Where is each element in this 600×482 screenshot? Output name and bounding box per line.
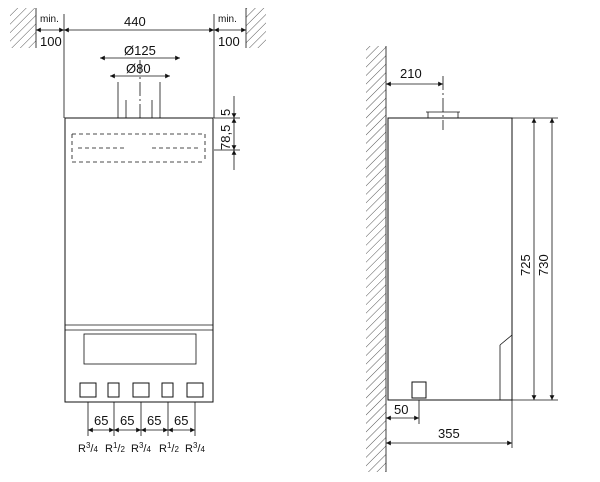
- svg-text:440: 440: [124, 14, 146, 29]
- left-wall-hatch: [10, 8, 37, 48]
- front-view: min. 100 min. 100 440 Ø125 Ø80: [10, 8, 266, 455]
- svg-text:100: 100: [218, 34, 240, 49]
- connection-spacing-dim: 65 65 65 65: [87, 402, 196, 436]
- connection-stubs: [79, 382, 204, 398]
- side-flue-offset-dim: 210: [386, 66, 444, 130]
- svg-text:min.: min.: [218, 14, 237, 25]
- connection-label: R3/4: [185, 441, 205, 455]
- connection-label: R3/4: [78, 441, 98, 455]
- flue-outer-dim: Ø125: [100, 43, 180, 61]
- svg-text:65: 65: [174, 413, 188, 428]
- connection-label: R3/4: [131, 441, 151, 455]
- bottom-dims: 50 355: [386, 400, 513, 448]
- flue-offset-dim: 78,5 5: [214, 96, 240, 170]
- svg-text:50: 50: [394, 402, 408, 417]
- connection-label: R1/2: [105, 441, 125, 455]
- height-dims: 725 730: [512, 117, 558, 401]
- svg-text:78,5: 78,5: [218, 125, 233, 150]
- right-wall-hatch: [245, 8, 266, 48]
- clearance-left-dim: min. 100: [36, 14, 64, 49]
- svg-text:5: 5: [218, 109, 233, 116]
- svg-text:725: 725: [518, 254, 533, 276]
- svg-text:65: 65: [94, 413, 108, 428]
- svg-text:65: 65: [147, 413, 161, 428]
- svg-text:Ø125: Ø125: [124, 43, 156, 58]
- svg-text:min.: min.: [40, 14, 59, 25]
- boiler-side: [387, 111, 513, 401]
- svg-text:Ø80: Ø80: [126, 61, 151, 76]
- width-dim: 440: [63, 14, 215, 118]
- svg-text:210: 210: [400, 66, 422, 81]
- boiler-front: [64, 117, 214, 403]
- svg-text:100: 100: [40, 34, 62, 49]
- connection-labels: R3/4 R1/2 R3/4 R1/2 R3/4: [78, 441, 205, 455]
- svg-text:355: 355: [438, 426, 460, 441]
- side-view: 210 725 730 50 355: [366, 46, 558, 472]
- svg-text:730: 730: [536, 254, 551, 276]
- clearance-right-dim: min. 100: [214, 14, 246, 49]
- flue-inner-dim: Ø80: [110, 61, 170, 79]
- side-wall-hatch: [366, 46, 387, 472]
- svg-text:65: 65: [120, 413, 134, 428]
- connection-label: R1/2: [159, 441, 179, 455]
